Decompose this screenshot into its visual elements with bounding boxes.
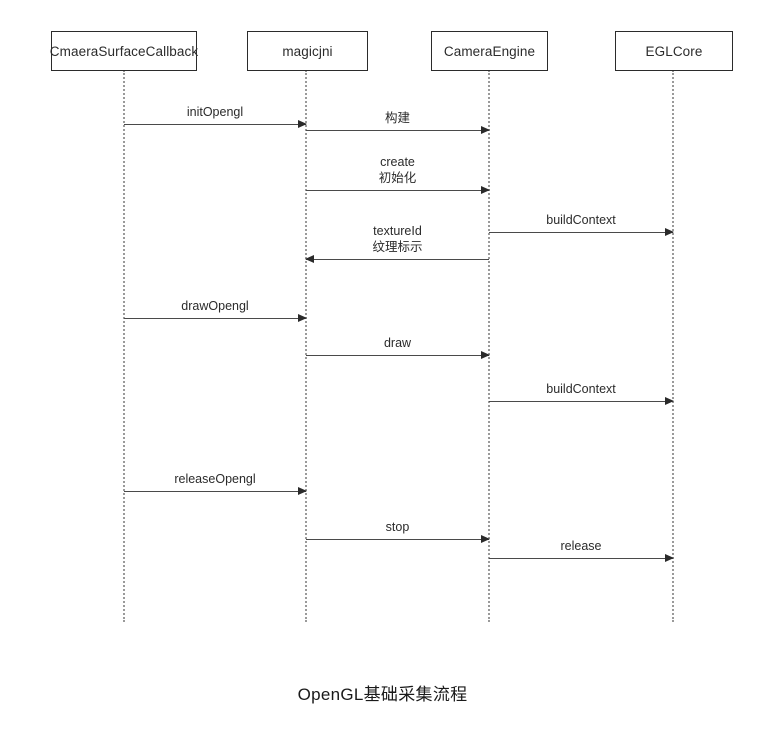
message-line xyxy=(306,259,489,260)
message-label: buildContext xyxy=(546,213,616,227)
participant-label: magicjni xyxy=(282,43,333,59)
message-label-group: initOpengl xyxy=(124,104,306,120)
arrowhead-icon xyxy=(665,396,674,405)
message-label: draw xyxy=(383,336,412,350)
message-line xyxy=(124,318,306,319)
lifeline-camera-engine xyxy=(488,70,490,622)
message-label: textureId xyxy=(373,224,422,238)
message-line xyxy=(306,539,489,540)
message-label: create xyxy=(380,155,415,169)
lifeline-camera-surface-callback xyxy=(123,70,125,622)
message-label-group: create 初始化 xyxy=(306,154,489,186)
arrowhead-icon xyxy=(481,125,490,134)
participant-camera-engine[interactable]: CameraEngine xyxy=(431,31,548,71)
participant-label: CameraEngine xyxy=(443,43,536,59)
arrowhead-icon xyxy=(665,553,674,562)
message-line xyxy=(306,355,489,356)
message-label-group: 构建 xyxy=(306,110,489,126)
message-label: drawOpengl xyxy=(181,299,249,313)
message-line xyxy=(306,130,489,131)
message-label: 构建 xyxy=(384,111,410,125)
participant-label: CmaeraSurfaceCallback xyxy=(49,43,199,59)
lifeline-magicjni xyxy=(305,70,307,622)
participant-egl-core[interactable]: EGLCore xyxy=(615,31,733,71)
arrowhead-icon xyxy=(298,486,307,495)
participant-camera-surface-callback[interactable]: CmaeraSurfaceCallback xyxy=(49,31,199,71)
arrowhead-icon xyxy=(298,313,307,322)
message-line xyxy=(489,232,673,233)
message-line xyxy=(489,401,673,402)
message-label-group: buildContext xyxy=(489,381,673,397)
message-line xyxy=(489,558,673,559)
message-label-group: draw xyxy=(306,335,489,351)
diagram-caption: OpenGL基础采集流程 xyxy=(297,685,468,704)
message-label-group: stop xyxy=(306,519,489,535)
message-line xyxy=(124,491,306,492)
lifeline-egl-core xyxy=(672,70,674,622)
message-label-secondary: 初始化 xyxy=(378,171,417,185)
arrowhead-icon xyxy=(481,185,490,194)
message-line xyxy=(124,124,306,125)
message-label: release xyxy=(560,539,602,553)
message-label: initOpengl xyxy=(186,105,244,119)
arrowhead-icon xyxy=(665,227,674,236)
arrowhead-icon xyxy=(298,119,307,128)
message-label: buildContext xyxy=(546,382,616,396)
arrowhead-icon xyxy=(481,534,490,543)
message-line xyxy=(306,190,489,191)
message-label-group: releaseOpengl xyxy=(124,471,306,487)
message-label-secondary: 纹理标示 xyxy=(372,240,423,254)
message-label-group: buildContext xyxy=(489,212,673,228)
message-label-group: release xyxy=(489,538,673,554)
arrowhead-icon xyxy=(481,350,490,359)
participant-label: EGLCore xyxy=(645,43,703,59)
participant-magicjni[interactable]: magicjni xyxy=(247,31,368,71)
message-label-group: drawOpengl xyxy=(124,298,306,314)
message-label: stop xyxy=(385,520,410,534)
arrowhead-icon xyxy=(305,254,314,263)
message-label: releaseOpengl xyxy=(174,472,256,486)
message-label-group: textureId 纹理标示 xyxy=(306,223,489,255)
